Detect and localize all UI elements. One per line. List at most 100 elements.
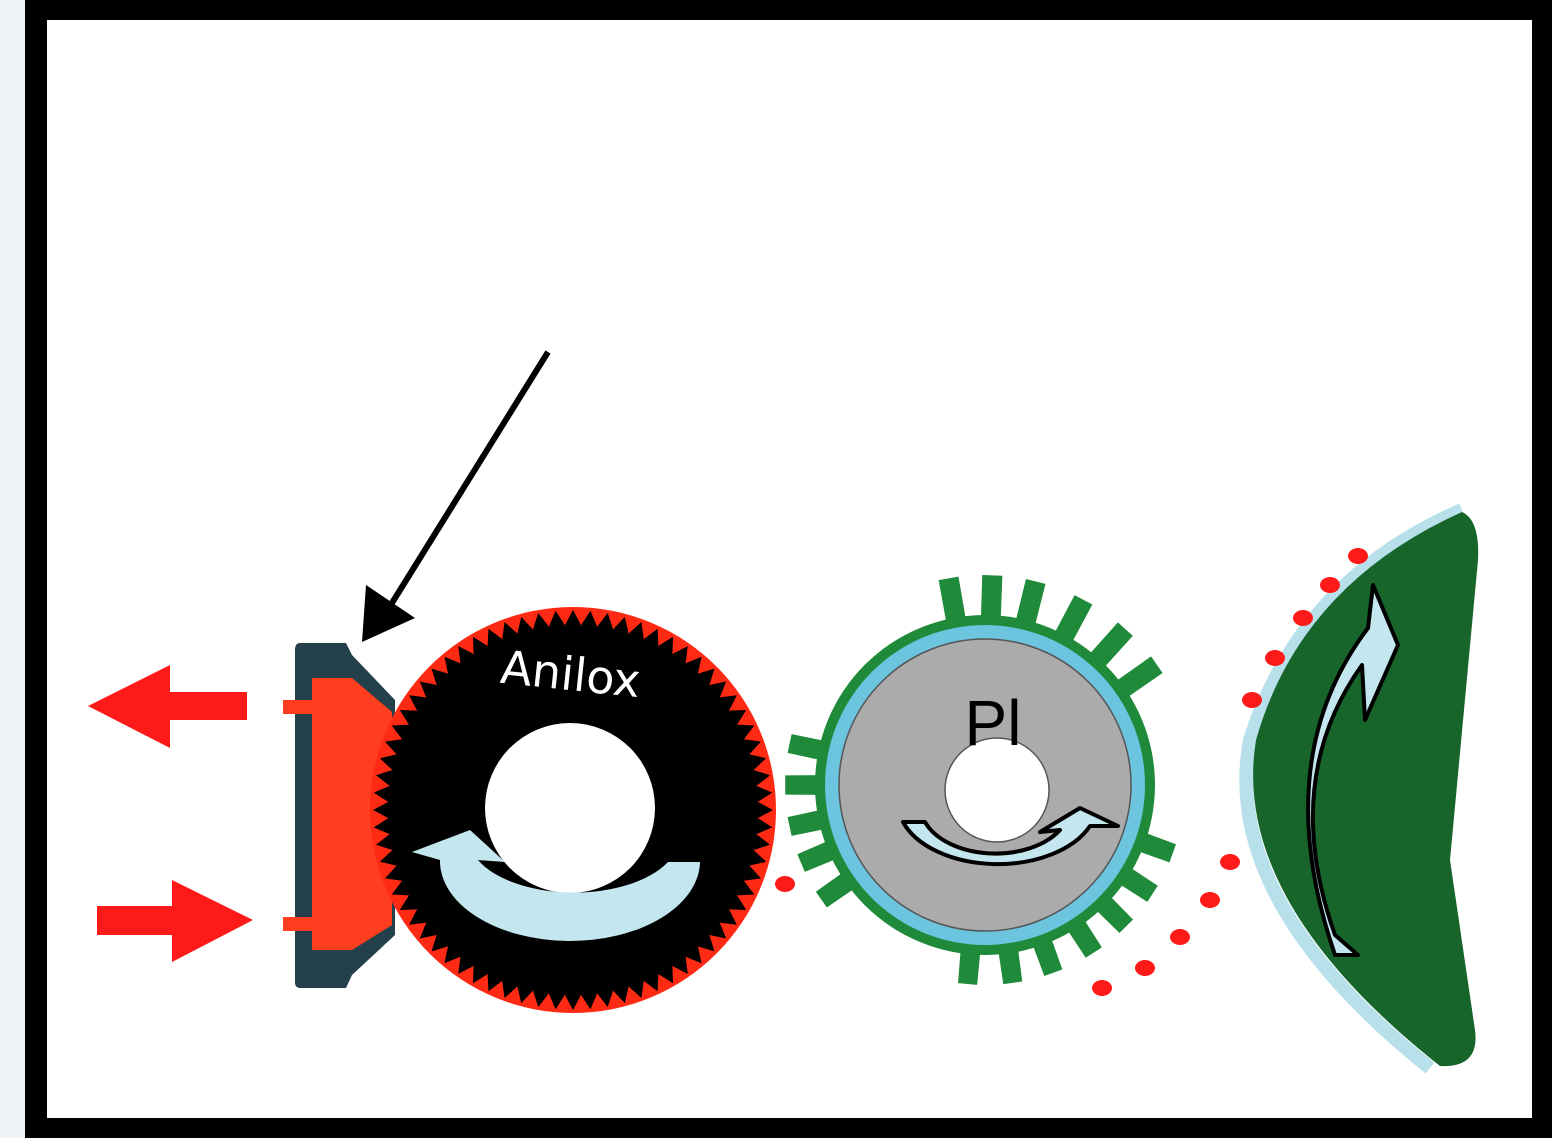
plate-relief-element (1136, 832, 1177, 863)
pointer-arrow-shaft (389, 350, 551, 605)
anilox-cell-tooth (753, 769, 770, 786)
plate-relief-element (980, 575, 1003, 621)
ink-dot (1242, 692, 1262, 708)
anilox-cell-tooth (709, 681, 727, 698)
ink-out-arrow (88, 665, 247, 748)
plate-hub (944, 737, 1050, 843)
anilox-cell-tooth (613, 616, 629, 634)
plate-relief-element (998, 946, 1023, 985)
anilox-hub (485, 723, 655, 893)
ink-dot (1220, 854, 1240, 870)
ink-chamber (312, 678, 392, 950)
anilox-cell-tooth (419, 922, 437, 939)
anilox-cell-tooth (376, 834, 393, 851)
anilox-cell-tooth (444, 656, 461, 674)
anilox-cell-tooth (709, 922, 727, 939)
anilox-cell-tooth (548, 610, 565, 627)
ink-dot (1320, 577, 1340, 593)
ink-dot (1170, 929, 1190, 945)
anilox-cell-tooth (444, 946, 461, 964)
anilox-cell-tooth (719, 695, 737, 711)
plate-relief-element (1114, 656, 1163, 699)
anilox-cell-tooth (613, 986, 629, 1004)
anilox-cell-tooth (391, 724, 409, 740)
anilox-cell-tooth (597, 613, 614, 630)
anilox-cells (373, 610, 773, 1010)
ink-dot (1200, 892, 1220, 908)
chamber-port-top (283, 700, 313, 714)
anilox-cell-tooth (643, 628, 659, 646)
anilox-cell-tooth (658, 966, 673, 984)
anilox-cell-tooth (729, 895, 747, 910)
plate-relief-element (1015, 579, 1046, 628)
anilox-cell-tooth (379, 850, 397, 866)
impression-substrate (1239, 503, 1465, 1074)
anilox-cell-tooth (564, 610, 582, 626)
ink-dots-plate (775, 854, 1240, 996)
anilox-cell-tooth (719, 909, 737, 925)
ink-dots-substrate (1242, 548, 1368, 708)
anilox-cell-tooth (685, 656, 702, 674)
anilox-cell-tooth (756, 785, 773, 802)
anilox-cell-tooth (581, 993, 598, 1010)
anilox-rotation-arrow (412, 830, 700, 942)
anilox-cell-tooth (597, 990, 614, 1007)
ink-dot (1293, 610, 1313, 626)
impression-body (1253, 512, 1479, 1067)
ink-dot (1265, 650, 1285, 666)
plate-relief-element (785, 775, 821, 795)
anilox-cell-tooth (376, 769, 393, 786)
plate-relief-element (1053, 595, 1093, 645)
anilox-cell-tooth (564, 994, 582, 1010)
plate-relief-element (787, 809, 826, 836)
plate-relief-element (958, 948, 981, 985)
plate-relief-element (938, 576, 967, 625)
canvas-area (47, 20, 1532, 1118)
anilox-cell-tooth (532, 613, 549, 630)
anilox-cell-tooth (517, 986, 533, 1004)
anilox-cell-tooth (409, 909, 427, 925)
plate-relief-element (787, 734, 826, 761)
anilox-cell-tooth (672, 646, 688, 664)
anilox-cell-tooth (473, 636, 488, 654)
anilox-cell-tooth (391, 880, 409, 896)
anilox-cell-tooth (487, 974, 503, 992)
anilox-cell-tooth (419, 681, 437, 698)
left-margin (0, 0, 25, 1138)
anilox-cell-tooth (581, 610, 598, 627)
printing-plate-relief (785, 575, 1177, 985)
anilox-cell-tooth (473, 966, 488, 984)
anilox-cell-tooth (431, 934, 449, 952)
ink-in-arrow (97, 880, 253, 962)
impression-rotation-arrow (1306, 583, 1400, 957)
anilox-cell-tooth (697, 934, 715, 952)
anilox-cell-tooth (672, 956, 688, 974)
anilox-cell-tooth (458, 646, 474, 664)
anilox-cell-tooth (756, 818, 773, 835)
ink-dot (775, 876, 795, 892)
plate-label: Pl (965, 687, 1022, 759)
plate-cylinder: Pl (775, 575, 1240, 996)
anilox-cell-tooth (373, 785, 390, 802)
ink-dot (1348, 548, 1368, 564)
anilox-cell-tooth (729, 710, 747, 725)
anilox-cell-tooth (749, 850, 767, 866)
anilox-cell-tooth (373, 818, 390, 835)
anilox-cell-tooth (737, 880, 755, 896)
plate-relief-element (1087, 622, 1133, 670)
anilox-cell-tooth (379, 754, 397, 770)
anilox-cell-tooth (753, 834, 770, 851)
anilox-cell-tooth (548, 993, 565, 1010)
anilox-cell-tooth (658, 636, 673, 654)
anilox-cell-tooth (532, 990, 549, 1007)
anilox-cell-tooth (458, 956, 474, 974)
ink-dot (1092, 980, 1112, 996)
anilox-roll: Anilox (370, 607, 776, 1013)
anilox-cell-tooth (685, 946, 702, 964)
anilox-cell-tooth (757, 801, 773, 819)
anilox-cell-tooth (487, 628, 503, 646)
anilox-cell-tooth (517, 616, 533, 634)
anilox-cell-tooth (399, 710, 417, 725)
impression-cylinder (1239, 503, 1479, 1074)
plate-relief-element (1032, 936, 1063, 977)
